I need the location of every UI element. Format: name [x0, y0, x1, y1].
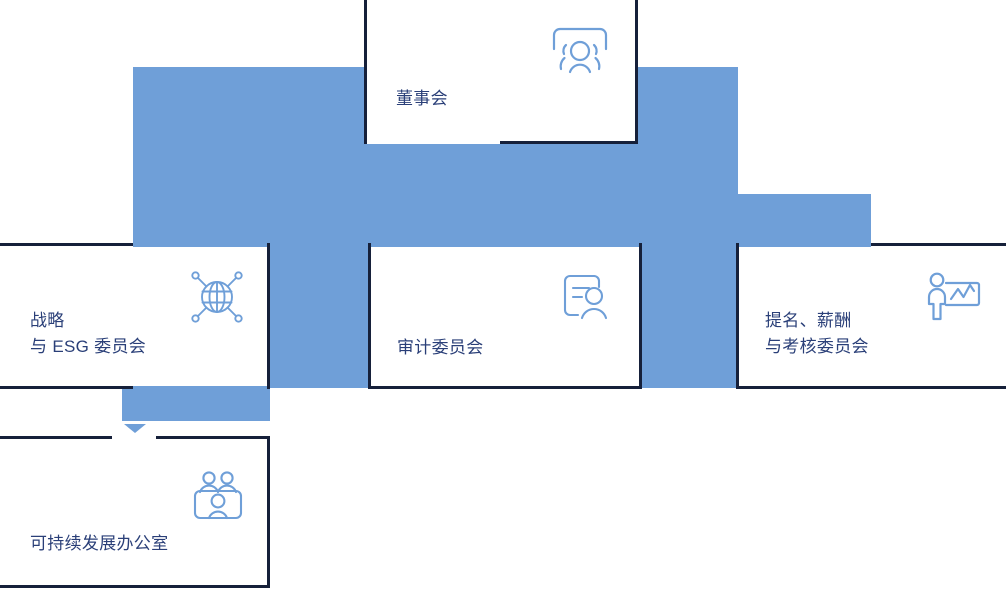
presenter-chart-icon — [925, 271, 983, 323]
card-strategy-bottom-notch — [133, 386, 267, 390]
card-audit-label: 审计委员会 — [397, 338, 484, 357]
card-strategy-top-notch — [133, 243, 267, 247]
card-board-label: 董事会 — [396, 89, 448, 108]
card-board[interactable] — [364, 0, 638, 144]
document-person-icon — [558, 270, 614, 324]
team-group-icon — [190, 470, 246, 522]
card-board-bottom-notch — [367, 138, 500, 144]
connector-right-branch — [738, 194, 871, 245]
connector-drop-sustainability — [122, 389, 270, 421]
card-nomination[interactable] — [736, 243, 1006, 389]
globe-network-icon — [188, 268, 246, 326]
card-sustainability-top-notch — [112, 436, 156, 440]
card-strategy-esg[interactable] — [0, 243, 270, 389]
card-sustainability-office-label: 可持续发展办公室 — [30, 534, 169, 553]
card-nomination-top-notch — [739, 243, 871, 247]
group-people-icon — [548, 23, 612, 81]
card-audit-top-notch — [371, 243, 639, 247]
connector-arrow-icon — [124, 424, 146, 433]
connector-drop-nomination — [641, 245, 738, 388]
card-nomination-label: 提名、薪酬 与考核委员会 — [765, 311, 869, 356]
card-strategy-esg-label: 战略 与 ESG 委员会 — [30, 311, 147, 356]
